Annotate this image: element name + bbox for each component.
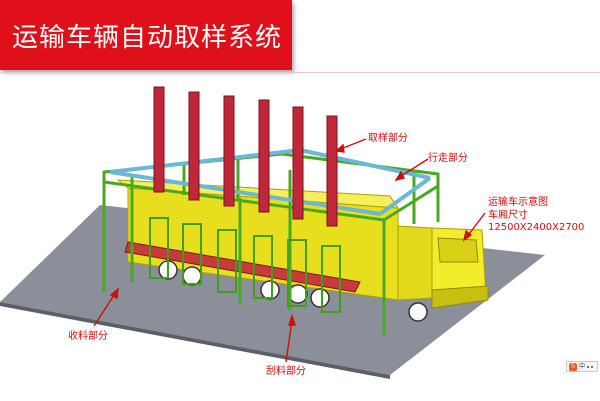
title-banner: 运输车辆自动取样系统: [0, 0, 292, 70]
divider: [0, 72, 600, 73]
ime-dot-icon: [587, 365, 590, 368]
probe-3: [223, 95, 235, 207]
callout-arrows: [93, 138, 486, 363]
callout-truck-size-label: 车厢尺寸: [488, 210, 528, 221]
truck-cab-hood: [397, 225, 433, 301]
truck-cab-window: [437, 237, 479, 263]
callout-scraping: 刮料部分: [266, 366, 306, 377]
callout-walking: 行走部分: [428, 153, 468, 164]
callout-truck-size-value: 12500X2400X2700: [488, 222, 585, 233]
ime-logo-icon[interactable]: S: [569, 362, 577, 371]
callout-sampling: 取样部分: [368, 133, 408, 144]
probe-lift-frames: [149, 217, 341, 313]
probe-2: [188, 91, 200, 201]
ime-toolbar[interactable]: S 中: [566, 361, 598, 372]
probe-6: [326, 115, 338, 227]
sampling-probes: [153, 86, 338, 227]
probe-4: [258, 99, 270, 213]
callout-truck-title: 运输车示意图: [488, 197, 548, 208]
probe-5: [292, 106, 304, 220]
truck-bumper: [431, 285, 489, 309]
page-title: 运输车辆自动取样系统: [12, 22, 283, 53]
ime-dot-icon: [591, 365, 594, 368]
probe-1: [153, 86, 165, 193]
callout-collecting: 收料部分: [68, 331, 108, 342]
truck-wheels: [158, 260, 428, 322]
ime-mode-label[interactable]: 中: [579, 362, 586, 370]
